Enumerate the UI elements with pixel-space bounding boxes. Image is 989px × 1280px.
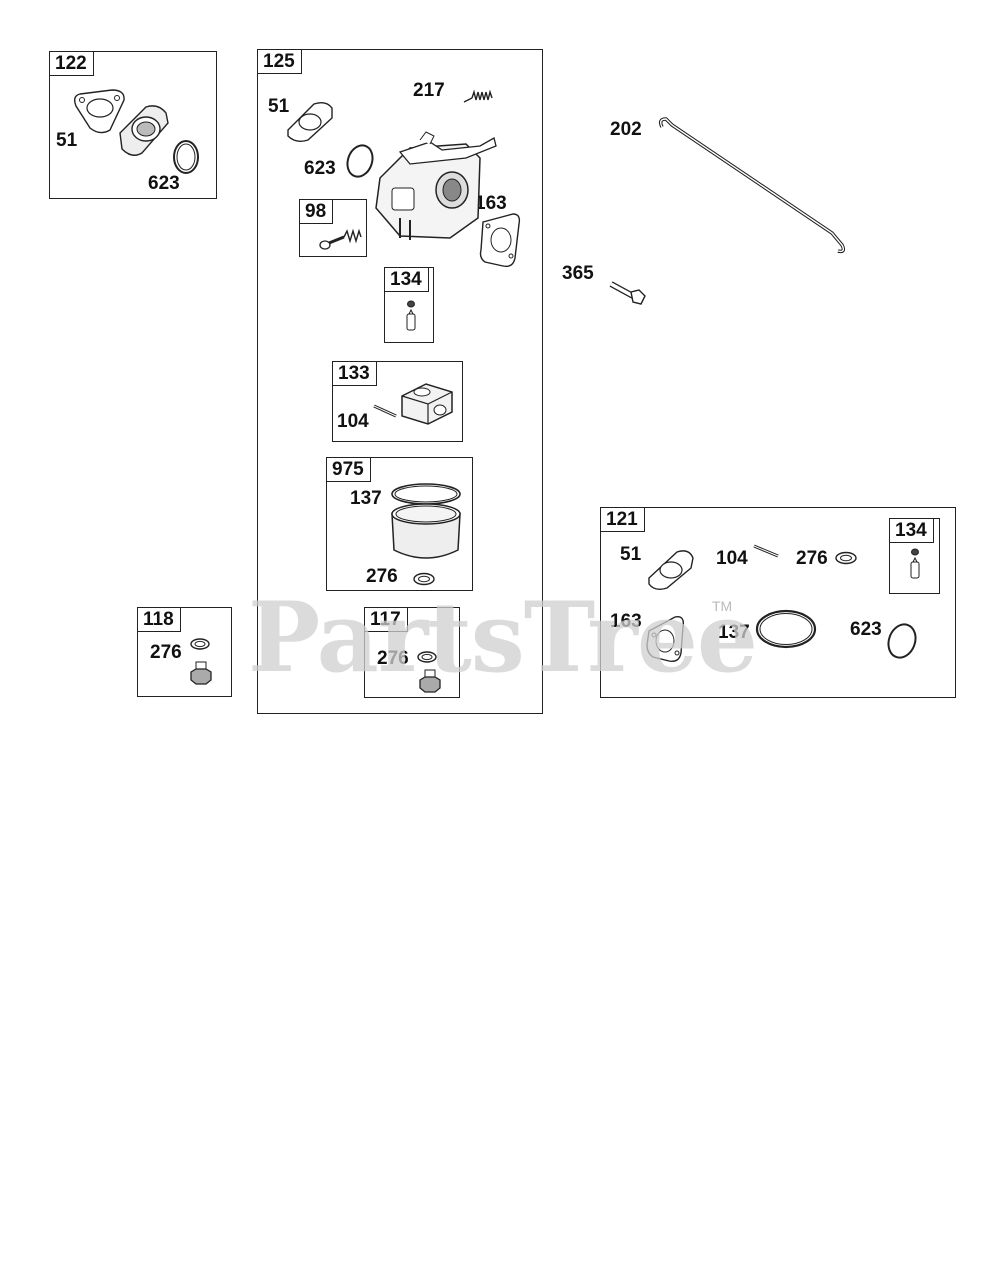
o-ring-icon (346, 144, 374, 178)
callout-137: 137 (718, 622, 750, 643)
pin-icon (373, 404, 397, 418)
carburetor-icon (375, 131, 497, 240)
needle-valve-icon (406, 300, 416, 331)
bowl-nut-icon (419, 669, 441, 693)
callout-51: 51 (620, 544, 642, 565)
callout-163: 163 (610, 611, 642, 632)
trademark-mark: TM (712, 598, 733, 614)
callout-276: 276 (377, 648, 409, 669)
carburetor-gasket-icon (479, 213, 521, 268)
washer-icon (417, 651, 437, 663)
washer-icon (413, 572, 435, 586)
callout-104: 104 (337, 411, 369, 432)
callout-623: 623 (850, 619, 882, 640)
intake-flange-icon (119, 105, 169, 156)
kit-98-box: 98 (299, 199, 367, 257)
needle-valve-icon (910, 548, 920, 579)
gasket-icon (73, 89, 125, 134)
kit-133-box: 133 (332, 361, 463, 442)
kit-975-label: 975 (327, 458, 371, 482)
o-ring-icon (173, 140, 199, 174)
carburetor-gasket-icon (646, 616, 685, 663)
kit-121-label: 121 (601, 508, 645, 532)
callout-137: 137 (350, 488, 382, 509)
kit-134-box: 134 (889, 518, 940, 594)
bolt-icon (609, 281, 646, 305)
kit-98-label: 98 (300, 200, 334, 224)
pin-icon (753, 544, 779, 558)
kit-122-box: 122 (49, 51, 217, 199)
kit-117-box: 117 (364, 607, 460, 698)
kit-125-label: 125 (258, 50, 302, 74)
callout-51: 51 (268, 96, 290, 117)
watermark-text: PartsTree (248, 581, 758, 694)
float-icon (401, 383, 453, 425)
callout-276: 276 (366, 566, 398, 587)
washer-icon (835, 551, 857, 565)
bowl-gasket-icon (755, 609, 817, 649)
governor-rod-icon (658, 117, 846, 254)
callout-202: 202 (610, 119, 642, 140)
kit-975-box: 975 (326, 457, 473, 591)
callout-217: 217 (413, 80, 445, 101)
kit-134-label: 134 (890, 519, 934, 543)
kit-122-label: 122 (50, 52, 94, 76)
callout-104: 104 (716, 548, 748, 569)
kit-134-box: 134 (384, 267, 434, 343)
kit-121-box: 121 (600, 507, 956, 698)
washer-icon (190, 638, 210, 650)
kit-125-box: 125 (257, 49, 543, 714)
gasket-icon (287, 101, 333, 143)
kit-117-label: 117 (365, 608, 408, 632)
bowl-nut-icon (190, 661, 212, 685)
gasket-icon (648, 550, 694, 591)
callout-51: 51 (56, 130, 78, 151)
kit-133-label: 133 (333, 362, 377, 386)
o-ring-icon (887, 623, 917, 659)
kit-118-label: 118 (138, 608, 181, 632)
callout-276: 276 (796, 548, 828, 569)
kit-118-box: 118 (137, 607, 232, 697)
kit-134-label: 134 (385, 268, 429, 292)
callout-623: 623 (148, 173, 180, 194)
callout-163: 163 (475, 193, 507, 214)
callout-623: 623 (304, 158, 336, 179)
callout-276: 276 (150, 642, 182, 663)
callout-365: 365 (562, 263, 594, 284)
spring-icon (463, 89, 493, 103)
float-bowl-icon (391, 483, 461, 559)
adjust-screw-icon (319, 228, 362, 250)
